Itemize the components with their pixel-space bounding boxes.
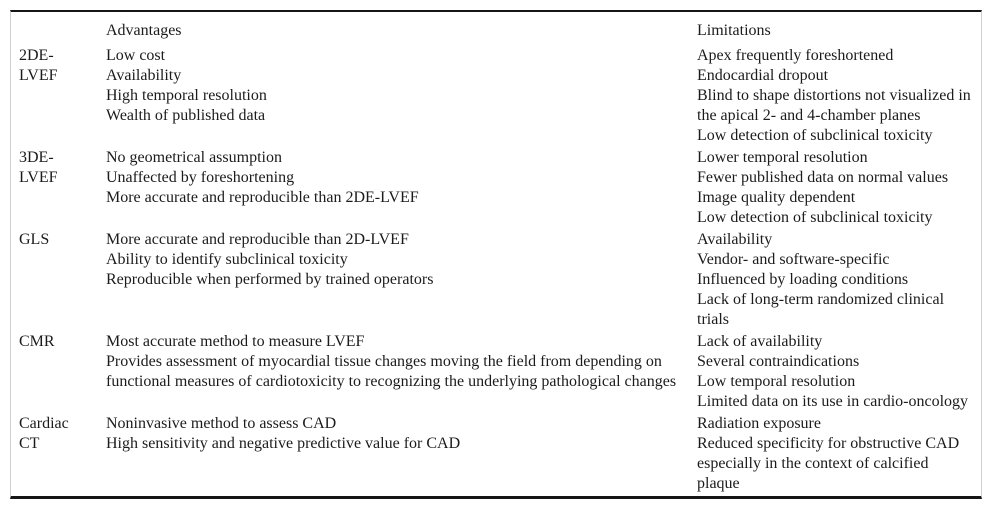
advantage-item: Wealth of published data [106, 107, 266, 124]
advantage-item: Availability [106, 67, 182, 84]
limitation-item: Low temporal resolution [697, 373, 856, 390]
advantage-item: Noninvasive method to assess CAD [106, 415, 337, 432]
advantage-item: Low cost [106, 47, 166, 64]
advantage-item: Ability to identify subclinical toxicity [106, 251, 348, 268]
limitation-item: Apex frequently foreshortened [697, 47, 894, 64]
table-header-row: Advantages Limitations [19, 21, 977, 46]
limitation-item: Availability [697, 231, 773, 248]
limitation-item: Endocardial dropout [697, 67, 829, 84]
limitations-cell: Lack of availability Several contraindic… [697, 332, 975, 412]
limitation-item: Lack of availability [697, 333, 823, 350]
advantage-item: Reproducible when performed by trained o… [106, 271, 434, 288]
limitation-item: Low detection of subclinical toxicity [697, 127, 933, 144]
limitation-item: Influenced by loading conditions [697, 271, 909, 288]
table-row-gls: GLS More accurate and reproducible than … [19, 230, 977, 332]
limitations-cell: Availability Vendor- and software-specif… [697, 230, 975, 330]
modality-comparison-table: Advantages Limitations 2DE-LVEF Low cost… [10, 10, 982, 499]
modality-label: 2DE-LVEF [19, 47, 58, 84]
advantage-item: High temporal resolution [106, 87, 267, 104]
limitations-cell: Lower temporal resolution Fewer publishe… [697, 148, 975, 228]
advantage-item: No geometrical assumption [106, 149, 282, 166]
header-advantages: Advantages [106, 22, 182, 39]
table-row-2de-lvef: 2DE-LVEF Low cost Availability High temp… [19, 46, 977, 148]
advantages-cell: No geometrical assumption Unaffected by … [106, 148, 680, 208]
advantages-cell: Noninvasive method to assess CAD High se… [106, 414, 680, 454]
advantages-cell: Most accurate method to measure LVEF Pro… [106, 332, 680, 392]
advantages-cell: More accurate and reproducible than 2D-L… [106, 230, 680, 290]
table-row-3de-lvef: 3DE-LVEF No geometrical assumption Unaff… [19, 148, 977, 230]
limitation-item: Blind to shape distortions not visualize… [697, 87, 971, 124]
advantage-item: More accurate and reproducible than 2D-L… [106, 231, 409, 248]
advantage-item: Unaffected by foreshortening [106, 169, 295, 186]
advantage-item: More accurate and reproducible than 2DE-… [106, 189, 419, 206]
limitations-cell: Radiation exposure Reduced specificity f… [697, 414, 975, 494]
table-row-cmr: CMR Most accurate method to measure LVEF… [19, 332, 977, 414]
modality-label: CMR [19, 333, 55, 350]
modality-label: Cardiac CT [19, 415, 69, 452]
limitation-item: Vendor- and software-specific [697, 251, 890, 268]
advantage-item: Most accurate method to measure LVEF [106, 333, 365, 350]
limitation-item: Limited data on its use in cardio-oncolo… [697, 393, 969, 410]
advantage-item: High sensitivity and negative predictive… [106, 435, 461, 452]
limitation-item: Lack of long-term randomized clinical tr… [697, 291, 945, 328]
limitation-item: Image quality dependent [697, 189, 856, 206]
limitations-cell: Apex frequently foreshortened Endocardia… [697, 46, 975, 146]
advantages-cell: Low cost Availability High temporal reso… [106, 46, 680, 126]
header-limitations: Limitations [697, 22, 771, 39]
limitation-item: Low detection of subclinical toxicity [697, 209, 933, 226]
modality-label: 3DE-LVEF [19, 149, 58, 186]
modality-label: GLS [19, 231, 50, 248]
limitation-item: Lower temporal resolution [697, 149, 868, 166]
limitation-item: Reduced specificity for obstructive CAD … [697, 435, 960, 492]
table-row-cardiac-ct: Cardiac CT Noninvasive method to assess … [19, 414, 977, 496]
limitation-item: Fewer published data on normal values [697, 169, 949, 186]
advantage-item: Provides assessment of myocardial tissue… [106, 353, 677, 390]
limitation-item: Several contraindications [697, 353, 860, 370]
limitation-item: Radiation exposure [697, 415, 821, 432]
